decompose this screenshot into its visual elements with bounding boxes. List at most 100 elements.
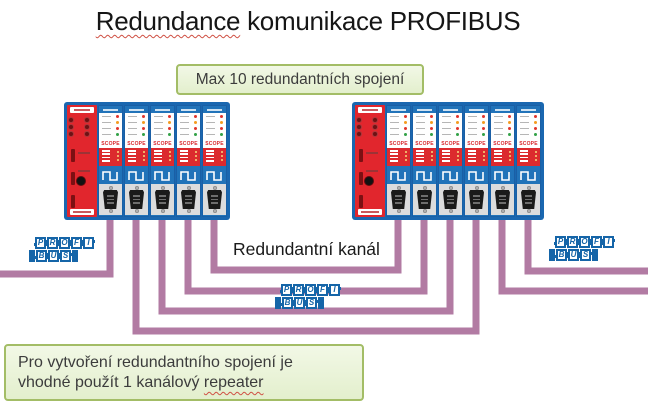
module-port-panel xyxy=(177,184,200,215)
led-orange-icon xyxy=(168,121,171,124)
screw-icon xyxy=(526,209,531,213)
module-signal-step-icon xyxy=(177,166,200,184)
module-bottom-label xyxy=(413,215,436,216)
module-top-label xyxy=(151,106,174,113)
module-top-label xyxy=(177,106,200,113)
logo-letter-tile: B xyxy=(35,250,48,262)
db9-connector-icon xyxy=(155,190,170,209)
screw-icon xyxy=(212,186,217,190)
led-orange-icon xyxy=(482,121,485,124)
led-green-icon xyxy=(534,133,537,136)
db9-connector-icon xyxy=(443,190,458,209)
module-port-panel xyxy=(517,184,540,215)
note-repeater: Pro vytvoření redundantního spojení je v… xyxy=(4,344,364,401)
module-bottom-label xyxy=(491,215,514,216)
led-red-icon xyxy=(482,127,485,130)
module-bottom-label xyxy=(465,215,488,216)
module-dip-block xyxy=(387,148,410,166)
module-led-panel xyxy=(125,113,148,141)
cable-pair-4 xyxy=(132,215,480,335)
module-scope-label: SCOPE xyxy=(203,141,226,148)
module-top-label xyxy=(439,106,462,113)
module-signal-step-icon xyxy=(387,166,410,184)
page-title: Redundance komunikace PROFIBUS xyxy=(0,6,632,37)
screw-icon xyxy=(186,209,191,213)
head-module-bottom-label xyxy=(70,209,94,215)
logo-letter-tile: U xyxy=(567,249,580,261)
note-max-connections-text: Max 10 redundantních spojení xyxy=(195,71,405,88)
screw-icon xyxy=(448,209,453,213)
screw-icon xyxy=(396,209,401,213)
cable-right-edge-upper xyxy=(524,215,648,275)
module-signal-step-icon xyxy=(99,166,122,184)
module-signal-step-icon xyxy=(125,166,148,184)
module-dip-block xyxy=(125,148,148,166)
led-green-icon xyxy=(116,133,119,136)
screw-icon xyxy=(500,186,505,190)
io-module: SCOPE xyxy=(176,105,201,217)
module-led-panel xyxy=(413,113,436,141)
module-dip-block xyxy=(517,148,540,166)
module-led-panel xyxy=(387,113,410,141)
led-red-icon xyxy=(194,115,197,118)
module-group-left: SCOPE SCOPE xyxy=(64,102,230,220)
screw-icon xyxy=(160,209,165,213)
module-dip-block xyxy=(151,148,174,166)
module-dip-block xyxy=(465,148,488,166)
head-module-markings xyxy=(78,152,90,172)
logo-letter-tile: S xyxy=(579,249,592,261)
module-signal-step-icon xyxy=(439,166,462,184)
module-signal-step-icon xyxy=(465,166,488,184)
module-scope-label: SCOPE xyxy=(151,141,174,148)
module-scope-label: SCOPE xyxy=(491,141,514,148)
module-signal-step-icon xyxy=(203,166,226,184)
db9-connector-icon xyxy=(417,190,432,209)
logo-letter-tile: I xyxy=(328,284,341,296)
module-top-label xyxy=(413,106,436,113)
io-module: SCOPE xyxy=(98,105,123,217)
note-repeater-line2-pre: vhodné použít 1 kanálový xyxy=(18,374,204,391)
head-module-bottom-label xyxy=(358,209,382,215)
module-bottom-label xyxy=(203,215,226,216)
module-signal-step-icon xyxy=(151,166,174,184)
logo-letter-tile: S xyxy=(305,297,318,309)
led-red-icon xyxy=(482,115,485,118)
led-red-icon xyxy=(534,127,537,130)
led-red-icon xyxy=(456,115,459,118)
logo-letter-tile: F xyxy=(316,284,329,296)
power-head-module xyxy=(355,105,385,217)
module-bottom-label xyxy=(151,215,174,216)
led-green-icon xyxy=(220,133,223,136)
head-module-leds xyxy=(69,118,95,136)
led-green-icon xyxy=(404,133,407,136)
module-bottom-label xyxy=(125,215,148,216)
module-bottom-label xyxy=(517,215,540,216)
module-signal-step-icon xyxy=(413,166,436,184)
led-orange-icon xyxy=(194,121,197,124)
logo-letter-tile: I xyxy=(602,236,615,248)
db9-connector-icon xyxy=(521,190,536,209)
module-dip-block xyxy=(203,148,226,166)
power-head-module xyxy=(67,105,97,217)
title-rest: komunikace PROFIBUS xyxy=(240,6,521,36)
logo-letter-tile: U xyxy=(293,297,306,309)
led-red-icon xyxy=(430,115,433,118)
led-green-icon xyxy=(194,133,197,136)
note-repeater-term-underlined: repeater xyxy=(203,374,264,391)
led-green-icon xyxy=(142,133,145,136)
module-dip-block xyxy=(413,148,436,166)
led-orange-icon xyxy=(220,121,223,124)
led-orange-icon xyxy=(508,121,511,124)
db9-connector-icon xyxy=(391,190,406,209)
led-red-icon xyxy=(220,115,223,118)
title-word-underlined: Redundance xyxy=(95,6,241,36)
module-scope-label: SCOPE xyxy=(125,141,148,148)
led-orange-icon xyxy=(534,121,537,124)
cable-right-edge-lower xyxy=(498,215,648,295)
led-green-icon xyxy=(430,133,433,136)
module-dip-block xyxy=(99,148,122,166)
module-port-panel xyxy=(151,184,174,215)
logo-letter-tile: O xyxy=(304,284,317,296)
